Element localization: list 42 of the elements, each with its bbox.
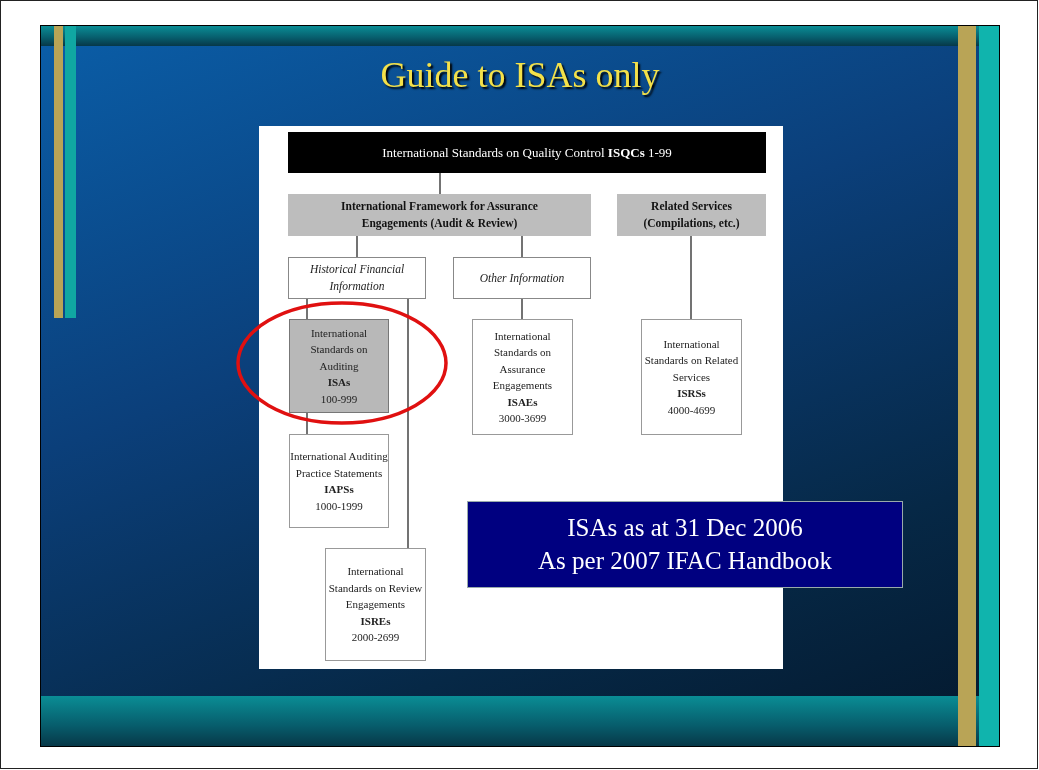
connector-line bbox=[306, 412, 308, 435]
box-label: Historical Financial Information bbox=[308, 262, 406, 295]
connector-line bbox=[306, 298, 308, 320]
connector-line bbox=[690, 235, 692, 320]
slide-title: Guide to ISAs only bbox=[379, 54, 661, 96]
connector-line bbox=[439, 172, 441, 195]
number-range: 100-999 bbox=[320, 391, 358, 407]
standard-box bbox=[325, 548, 426, 661]
standard-box bbox=[641, 319, 742, 435]
box-label: ISAs as at 31 Dec 2006 bbox=[567, 513, 803, 543]
box-label: International Standards on Auditing bbox=[309, 325, 369, 374]
box-label: Related Services (Compilations, etc.) bbox=[642, 199, 741, 232]
header-bar bbox=[288, 132, 766, 173]
box-label: International Standards on Assurance Engagements bbox=[491, 328, 554, 393]
category-box bbox=[288, 194, 591, 236]
box-label: International Standards on Quality Control ISQCs 1-99 bbox=[382, 143, 672, 162]
box-label: International Framework for Assurance Engagements (Audit & Review) bbox=[340, 199, 539, 232]
box-label: Other Information bbox=[479, 270, 565, 287]
standard-code: ISRSs bbox=[677, 386, 706, 402]
number-range: 2000-2699 bbox=[351, 630, 400, 646]
box-label: International Standards on Related Services bbox=[643, 336, 740, 385]
standard-code: ISAs bbox=[327, 375, 351, 391]
number-range: 1000-1999 bbox=[315, 498, 363, 514]
standard-box bbox=[472, 319, 573, 435]
subcategory-box bbox=[453, 257, 591, 299]
box-label: As per 2007 IFAC Handbook bbox=[538, 545, 832, 576]
number-range: 3000-3699 bbox=[498, 411, 547, 426]
standard-code: ISREs bbox=[360, 613, 391, 629]
category-box bbox=[617, 194, 766, 236]
box-label: International Standards on Review Engagements bbox=[327, 564, 424, 613]
standard-code: ISAEs bbox=[507, 394, 538, 410]
subcategory-box bbox=[288, 257, 426, 299]
note-box bbox=[467, 501, 903, 588]
connector-line bbox=[356, 235, 358, 258]
number-range: 4000-4699 bbox=[667, 402, 716, 418]
connector-line bbox=[521, 298, 523, 320]
standard-code: IAPSs bbox=[324, 482, 354, 497]
connector-line bbox=[521, 235, 523, 258]
box-label: International Auditing Practice Statements bbox=[290, 449, 388, 481]
connector-line bbox=[407, 298, 409, 549]
standard-box bbox=[289, 434, 389, 528]
highlighted-box bbox=[289, 319, 389, 413]
